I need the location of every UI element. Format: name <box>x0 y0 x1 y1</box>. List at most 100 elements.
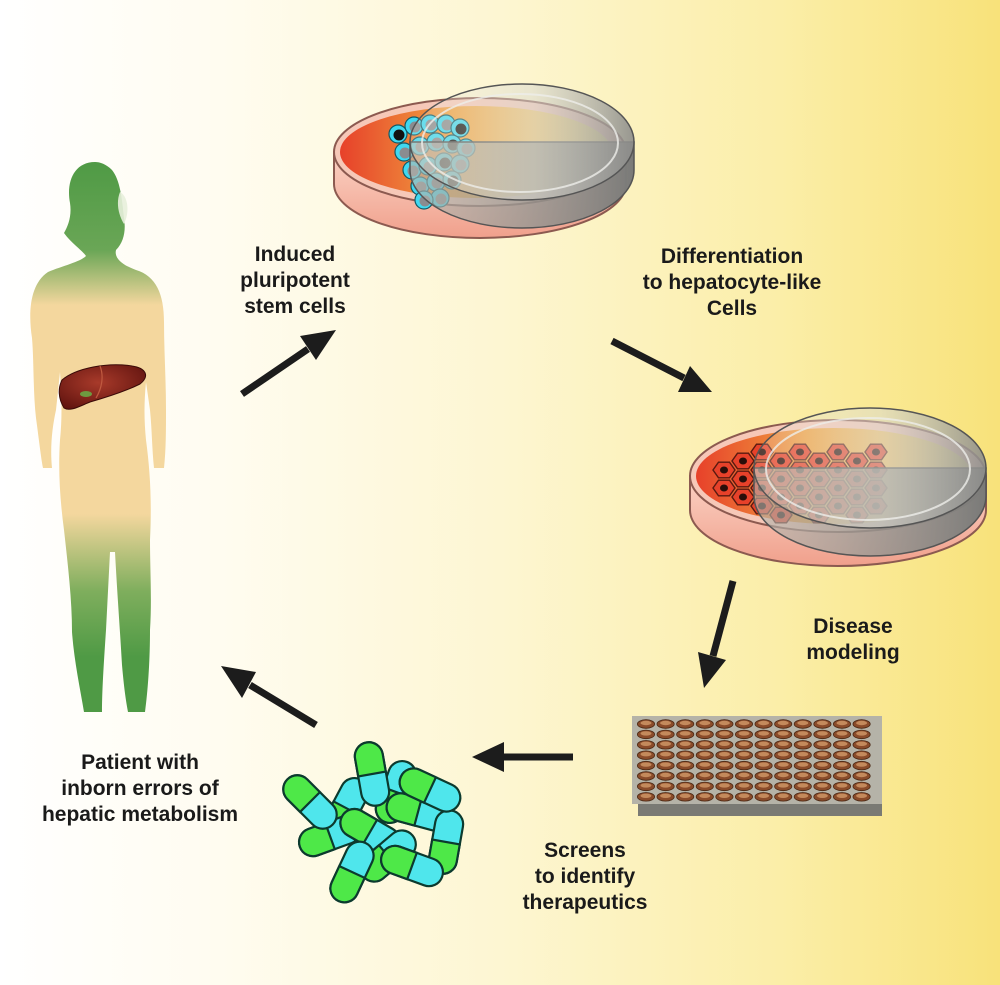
plate-well-highlight <box>816 793 828 798</box>
plate-well-highlight <box>660 762 672 767</box>
plate-well-highlight <box>797 741 809 746</box>
plate-well-highlight <box>738 783 750 788</box>
plate-well-highlight <box>856 783 868 788</box>
capsule <box>329 840 375 904</box>
plate-well-highlight <box>836 741 848 746</box>
capsule <box>398 767 462 813</box>
plate-well-highlight <box>777 752 789 757</box>
capsule <box>353 741 391 807</box>
cycle-arrows <box>221 330 737 772</box>
plate-well-highlight <box>679 772 691 778</box>
plate-well-highlight <box>679 793 691 798</box>
capsule <box>379 844 445 888</box>
hepatocyte-nucleus <box>720 466 728 474</box>
arrow-hepatocyte-to-plate <box>698 580 737 688</box>
plate-well-highlight <box>758 752 770 757</box>
multiwell-plate <box>632 716 882 816</box>
plate-well-highlight <box>660 741 672 746</box>
plate-well-highlight <box>660 720 672 726</box>
plate-well-highlight <box>679 752 691 757</box>
plate-well-highlight <box>699 741 711 746</box>
dish-lid-ring <box>421 93 619 193</box>
plate-well-highlight <box>660 731 672 736</box>
plate-well-highlight <box>816 762 828 767</box>
plate-well-highlight <box>718 772 730 778</box>
capsule-half-green <box>297 821 337 858</box>
plate-well-highlight <box>738 762 750 767</box>
label-ipsc: Induced pluripotent stem cells <box>240 243 350 318</box>
plate-well-highlight <box>758 720 770 726</box>
plate-well-highlight <box>699 783 711 788</box>
plate-well-highlight <box>718 720 730 726</box>
plate-well-highlight <box>797 783 809 788</box>
plate-well-highlight <box>679 720 691 726</box>
capsule-half-green <box>282 774 322 814</box>
plate-well-highlight <box>758 741 770 746</box>
plate-well-highlight <box>738 731 750 736</box>
plate-well-highlight <box>640 741 652 746</box>
capsule-half-green <box>339 807 379 846</box>
label-differentiation: Differentiation to hepatocyte-like Cells <box>642 245 822 320</box>
plate-well-highlight <box>797 731 809 736</box>
petri-dish-hepatocyte <box>689 407 987 567</box>
gallbladder-icon <box>80 391 92 397</box>
plate-well-highlight <box>640 783 652 788</box>
plate-well-highlight <box>679 762 691 767</box>
plate-well-highlight <box>836 762 848 767</box>
plate-well-highlight <box>718 793 730 798</box>
plate-well-highlight <box>718 731 730 736</box>
ipsc-nucleus <box>393 129 405 141</box>
plate-well-highlight <box>758 731 770 736</box>
plate-well-highlight <box>699 772 711 778</box>
plate-well-highlight <box>836 752 848 757</box>
plate-well-highlight <box>738 720 750 726</box>
plate-well-highlight <box>758 783 770 788</box>
plate-well-highlight <box>660 783 672 788</box>
plate-well-highlight <box>640 720 652 726</box>
capsule-half-green <box>329 864 367 904</box>
plate-well-highlight <box>758 793 770 798</box>
label-patient: Patient with inborn errors of hepatic me… <box>41 751 239 826</box>
plate-well-highlight <box>738 741 750 746</box>
hepatocyte-nucleus <box>739 457 747 465</box>
plate-well-highlight <box>640 793 652 798</box>
capsule-half-green <box>379 844 419 881</box>
plate-well-highlight <box>718 741 730 746</box>
plate-well-highlight <box>836 772 848 778</box>
plate-well-highlight <box>856 762 868 767</box>
plate-well-highlight <box>777 783 789 788</box>
plate-well-highlight <box>699 752 711 757</box>
arrow-patient-to-ipsc <box>240 330 336 397</box>
plate-well-highlight <box>836 783 848 788</box>
plate-well-highlight <box>856 741 868 746</box>
plate-well-highlight <box>679 783 691 788</box>
plate-well-highlight <box>816 752 828 757</box>
hepatocyte-nucleus <box>720 484 728 492</box>
plate-well-highlight <box>856 752 868 757</box>
patient-figure <box>30 162 166 712</box>
plate-well-highlight <box>797 772 809 778</box>
dish-lid-ring <box>765 417 971 521</box>
plate-well-highlight <box>738 793 750 798</box>
plate-well-highlight <box>699 793 711 798</box>
plate-well-highlight <box>836 720 848 726</box>
plate-well-highlight <box>816 741 828 746</box>
hepatocyte-nucleus <box>739 475 747 483</box>
plate-well-highlight <box>640 762 652 767</box>
plate-well-highlight <box>777 762 789 767</box>
plate-well-highlight <box>718 762 730 767</box>
plate-well-highlight <box>679 731 691 736</box>
arrow-plate-to-capsules <box>472 742 573 772</box>
plate-well-highlight <box>856 720 868 726</box>
plate-well-highlight <box>777 772 789 778</box>
capsule-half-green <box>353 741 388 778</box>
label-disease-modeling: Disease modeling <box>806 615 900 664</box>
plate-well-highlight <box>777 720 789 726</box>
petri-dish-ipsc <box>333 83 635 239</box>
liver-icon <box>58 364 147 410</box>
dish-lid-top <box>409 83 635 201</box>
ipsc-nucleus <box>399 147 411 159</box>
plate-well-highlight <box>816 731 828 736</box>
plate-well-highlight <box>856 793 868 798</box>
